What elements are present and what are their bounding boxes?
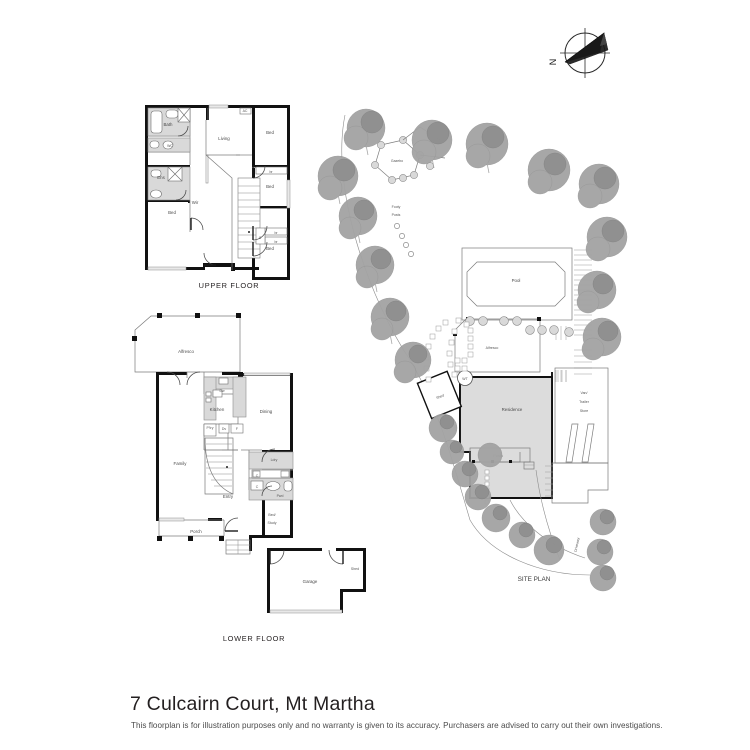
- room-label-family: Family: [174, 461, 188, 466]
- lower-floor-plan: Alfresco Kitchen Dining Family Entry Ldr…: [132, 313, 366, 643]
- lower-alfresco-outline: [134, 315, 241, 373]
- site-label-pool: Pool: [512, 278, 521, 283]
- annot-br-2: br: [274, 231, 278, 235]
- room-label-porch-lower: Porch: [190, 529, 202, 534]
- site-label-van-2: Trailer: [579, 400, 590, 404]
- annot-ac: AC: [243, 109, 248, 113]
- site-plan: Pool Alfresco: [317, 108, 628, 592]
- room-label-wir: Wir: [192, 200, 199, 205]
- site-label-gazebo: Gazebo: [391, 159, 403, 163]
- room-label-bed-1: Bed: [266, 130, 274, 135]
- compass-rose: N: [548, 28, 610, 78]
- lower-stair: [204, 437, 234, 495]
- site-label-alfresco: Alfresco: [486, 346, 499, 350]
- room-label-shed-lower: Shed: [351, 567, 359, 571]
- lower-alfresco-posts: [132, 313, 241, 341]
- annot-f: F: [236, 427, 238, 431]
- annot-dw-1: Dw: [219, 389, 225, 393]
- room-label-garage: Garage: [303, 579, 318, 584]
- site-paving: [545, 462, 609, 504]
- annot-c-1: C: [256, 474, 259, 478]
- room-label-bath: Bath: [163, 122, 173, 127]
- lower-door-leaves: [225, 530, 344, 564]
- site-label-footy-1: Footy: [392, 205, 401, 209]
- site-planter-pots: [465, 316, 574, 337]
- compass-north-label: N: [548, 59, 558, 66]
- upper-doors: [190, 165, 268, 266]
- upper-bathroom-fixtures: [147, 107, 209, 201]
- site-label-wt: WT: [462, 377, 468, 381]
- annot-dw-2: Dv: [222, 427, 227, 431]
- annot-c-2: C: [256, 485, 259, 489]
- lower-doors: [166, 371, 344, 565]
- room-label-bed-study-2: Study: [268, 521, 277, 525]
- room-label-wc: WC: [167, 144, 173, 148]
- site-plan-label: SITE PLAN: [518, 576, 551, 583]
- room-label-ldry: Ldry: [271, 458, 278, 462]
- annot-br-1: br: [269, 170, 273, 174]
- room-label-alfresco-lower: Alfresco: [178, 349, 194, 354]
- room-label-entry: Entry: [223, 494, 234, 499]
- room-label-bed-3: Bed: [266, 246, 274, 251]
- site-shed: Shed: [416, 370, 463, 420]
- site-label-driveway: Driveway: [574, 537, 581, 552]
- room-label-kitchen: Kitchen: [210, 407, 225, 412]
- upper-floor-plan: Bath WC Ens Wir Living Bed Bed Bed Bed A…: [145, 104, 291, 290]
- lower-windows: [158, 372, 343, 614]
- room-label-living: Living: [218, 136, 230, 141]
- room-label-dining: Dining: [260, 409, 273, 414]
- site-driveway-edge-2: [509, 499, 586, 559]
- site-footy-posts: Footy Posts: [392, 205, 414, 257]
- site-label-footy-2: Posts: [392, 213, 401, 217]
- upper-stair: [237, 177, 261, 259]
- site-label-shed: Shed: [436, 393, 445, 400]
- upper-living-stair: [205, 154, 261, 270]
- lower-floor-label: LOWER FLOOR: [223, 634, 285, 643]
- site-label-residence: Residence: [502, 407, 523, 412]
- upper-ac-unit: [239, 107, 252, 115]
- site-stepping-stones: [423, 317, 474, 383]
- site-water-tank: WT: [457, 370, 473, 386]
- lower-kitchen-bench: [203, 376, 247, 437]
- room-label-ens: Ens: [157, 175, 165, 180]
- disclaimer-text: This floorplan is for illustration purpo…: [131, 721, 663, 730]
- annot-pantry: P'try: [207, 426, 214, 430]
- lower-front-steps: [225, 539, 251, 555]
- page-title: 7 Culcairn Court, Mt Martha: [130, 693, 375, 715]
- room-label-bed-study-1: Bed/: [268, 513, 275, 517]
- annot-c: C: [259, 236, 262, 240]
- room-label-bed-2: Bed: [266, 184, 274, 189]
- lower-porch-posts: [157, 536, 224, 541]
- room-label-bed-4: Bed: [168, 210, 176, 215]
- upper-door-leaves: [190, 166, 254, 266]
- room-label-pwd: Pwd: [277, 494, 284, 498]
- site-label-van-3: Store: [580, 409, 588, 413]
- upper-robes: [255, 166, 288, 245]
- annot-br-3: br: [274, 240, 278, 244]
- site-trees: [317, 108, 628, 592]
- upper-windows: [147, 104, 291, 271]
- site-van-slots: [565, 423, 595, 463]
- lower-laundry-powder: [248, 451, 294, 501]
- site-label-van-1: Van/: [581, 391, 588, 395]
- upper-floor-label: UPPER FLOOR: [199, 281, 260, 290]
